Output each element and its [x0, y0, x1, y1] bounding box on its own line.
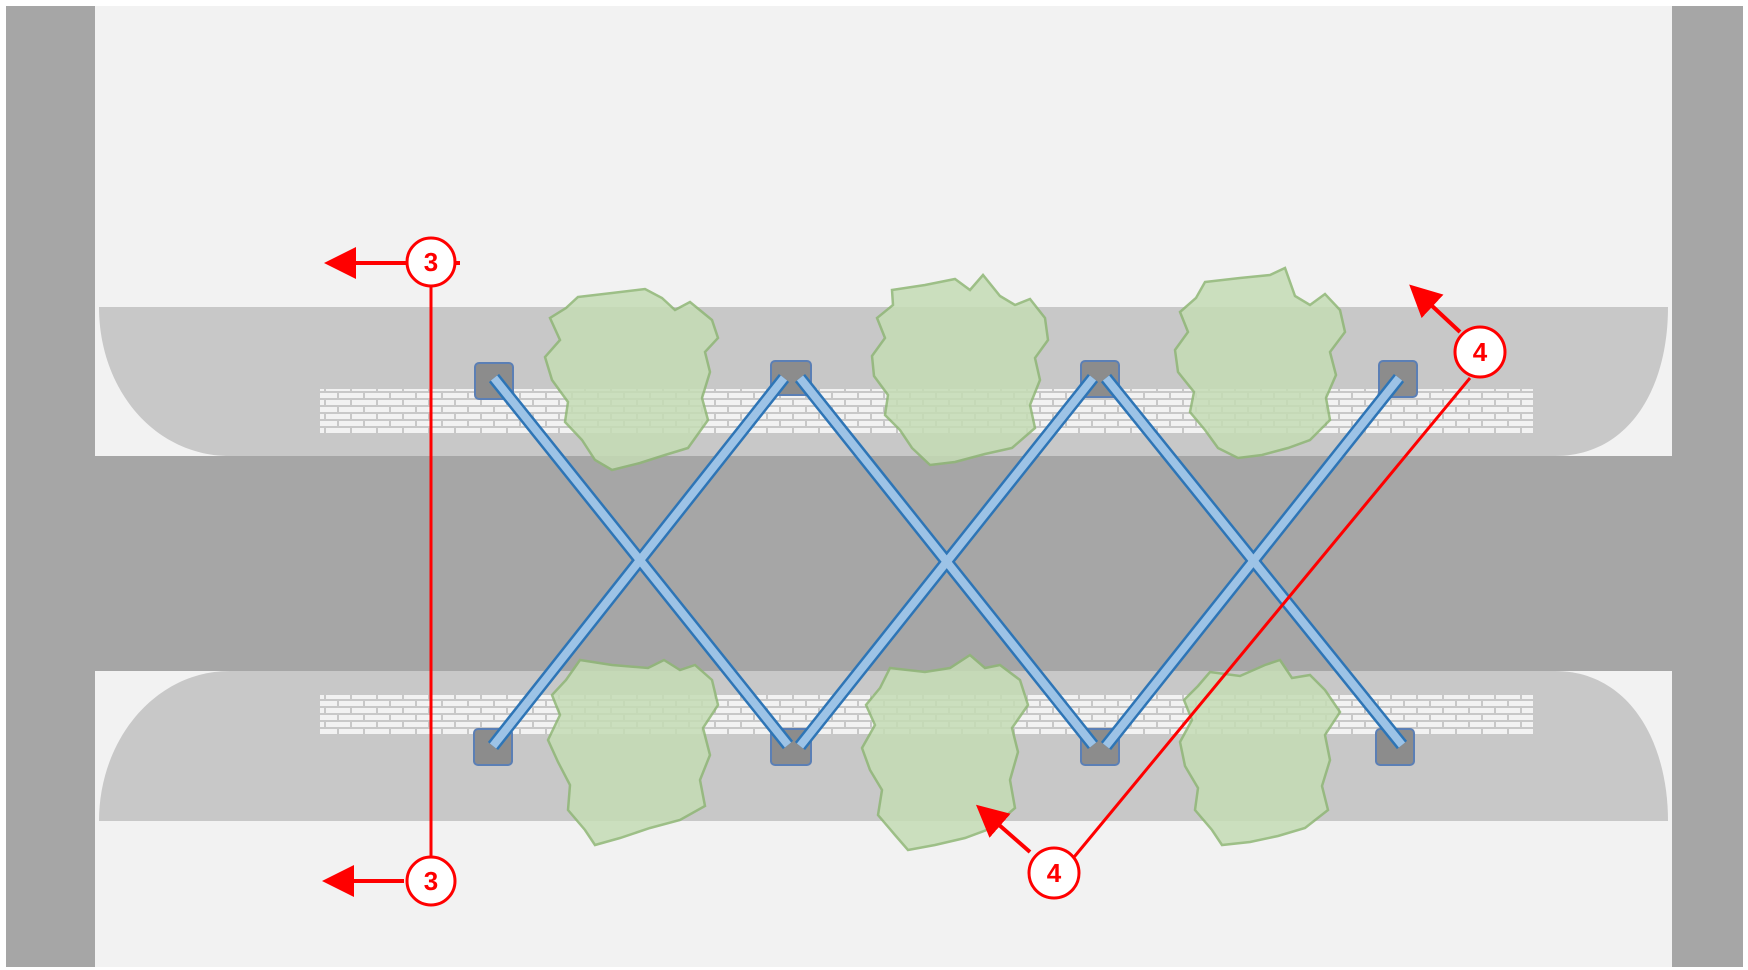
- pointer-bottom-arrow: [975, 804, 1032, 854]
- vegetation-patch: [546, 658, 720, 847]
- pointer-top-arrow: [1409, 284, 1462, 334]
- pointer-bottom-label: 4: [1027, 846, 1081, 900]
- cross-brace: [489, 375, 788, 749]
- cross-brace: [1102, 375, 1403, 749]
- left-wall: [6, 6, 95, 967]
- vegetation-patch: [1178, 658, 1342, 847]
- pointer-bottom-label-text: 4: [1047, 858, 1062, 888]
- pointer-leader-line: [1068, 377, 1472, 863]
- vegetation-group: [543, 266, 1347, 852]
- cross-brace: [796, 375, 1097, 749]
- vegetation-patch: [1173, 266, 1347, 460]
- section-label-top: 3: [405, 236, 457, 288]
- pointer-bottom-marker: [975, 804, 1032, 854]
- section-label-bottom: 3: [405, 855, 457, 907]
- pointer-top-label: 4: [1453, 325, 1507, 379]
- pointer-top-label-text: 4: [1473, 337, 1488, 367]
- vegetation-patch: [870, 273, 1050, 467]
- brace-group: [487, 373, 1408, 751]
- pointer-top-marker: [1068, 284, 1472, 863]
- vegetation-patch: [543, 287, 720, 472]
- section-label-top-text: 3: [424, 247, 438, 277]
- section-label-bottom-text: 3: [424, 866, 438, 896]
- right-wall: [1672, 6, 1743, 967]
